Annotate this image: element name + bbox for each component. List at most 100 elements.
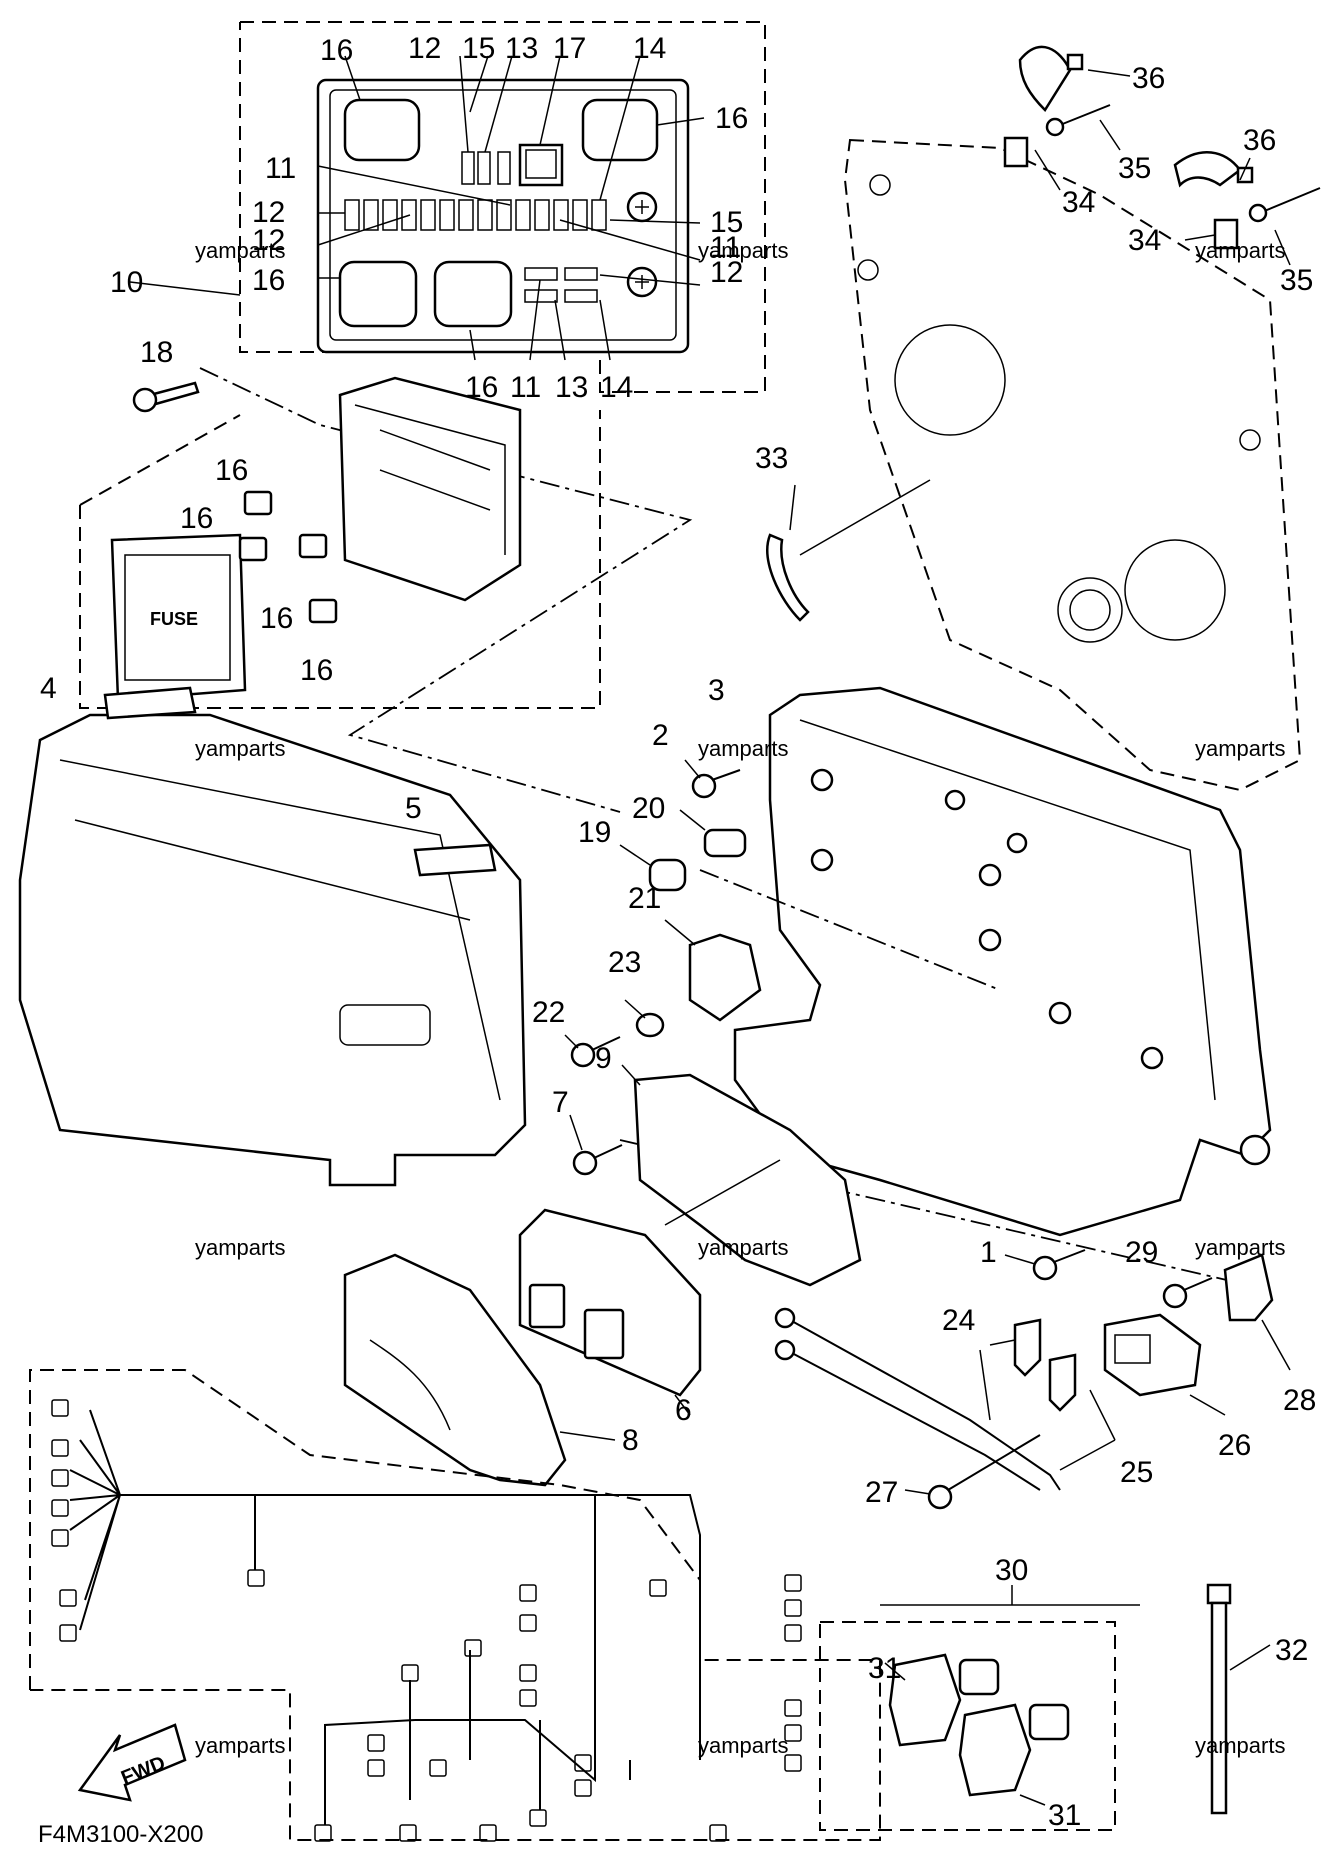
relay-31 — [888, 1653, 962, 1747]
relay — [308, 598, 338, 624]
watermark: yamparts — [195, 736, 285, 761]
watermark: yamparts — [1195, 1733, 1285, 1758]
callout-13: 13 — [505, 32, 538, 65]
bolt — [148, 381, 200, 407]
watermark: yamparts — [1195, 1235, 1285, 1260]
bolt-head — [132, 387, 158, 413]
callout-7: 7 — [552, 1086, 569, 1119]
wire-harness — [29, 1369, 881, 1842]
callout-9: 9 — [595, 1042, 612, 1075]
callout-11: 11 — [510, 371, 541, 404]
cable-tie-32 — [1206, 1583, 1271, 1815]
callout-12: 12 — [710, 256, 743, 289]
callout-13: 13 — [555, 371, 588, 404]
callout-8: 8 — [622, 1424, 639, 1457]
callout-12: 12 — [252, 196, 285, 229]
callout-25: 25 — [1120, 1456, 1153, 1489]
relay-31 — [958, 1703, 1032, 1797]
boot-25 — [1048, 1353, 1077, 1412]
bolt-7 — [569, 1114, 623, 1176]
callout-23: 23 — [608, 946, 641, 979]
callout-15: 15 — [462, 32, 495, 65]
callout-36: 36 — [1243, 124, 1276, 157]
callout-6: 6 — [675, 1394, 692, 1427]
callout-2: 2 — [652, 719, 669, 752]
battery-cables — [774, 1307, 1116, 1491]
fuse-row — [344, 199, 607, 231]
callout-20: 20 — [632, 792, 665, 825]
callout-3: 3 — [708, 674, 725, 707]
electrical-box-body — [733, 686, 1272, 1237]
callout-31: 31 — [868, 1652, 901, 1685]
callout-34: 34 — [1128, 224, 1161, 257]
grommet-19 — [619, 844, 687, 892]
washer-23 — [624, 999, 665, 1038]
callout-16: 16 — [260, 602, 293, 635]
watermark: yamparts — [195, 1235, 285, 1260]
bolt-1 — [1004, 1249, 1086, 1281]
callout-11: 11 — [710, 231, 741, 264]
callout-14: 14 — [600, 371, 633, 404]
callout-27: 27 — [865, 1476, 898, 1509]
clamps-upper-right — [1003, 45, 1321, 266]
bolt-29 — [1162, 1277, 1213, 1309]
callout-35: 35 — [1118, 152, 1151, 185]
collar-20 — [679, 809, 747, 858]
relay-set — [819, 1585, 1140, 1831]
bolt-2 — [684, 759, 741, 799]
bolt-27 — [904, 1434, 1041, 1510]
callout-11: 11 — [265, 152, 296, 185]
callout-1: 1 — [980, 1236, 997, 1269]
callout-21: 21 — [628, 882, 661, 915]
callout-14: 14 — [633, 32, 666, 65]
fuse-label: FUSE — [150, 609, 198, 629]
callout-35: 35 — [1280, 264, 1313, 297]
callout-4: 4 — [40, 672, 57, 705]
relay — [298, 533, 328, 559]
bolt-22 — [564, 1034, 621, 1068]
relay — [243, 490, 273, 516]
watermark: yamparts — [698, 238, 788, 263]
watermark: yamparts — [698, 1235, 788, 1260]
callout-16: 16 — [180, 502, 213, 535]
callout-16: 16 — [252, 264, 285, 297]
callout-16: 16 — [320, 34, 353, 67]
damper-21 — [664, 919, 762, 1022]
callout-10: 10 — [110, 266, 143, 299]
callout-30: 30 — [995, 1554, 1028, 1587]
fuse-box-exploded: FUSE — [79, 367, 693, 813]
diagram-code: F4M3100-X200 — [38, 1821, 203, 1848]
fuse-box-top-view — [129, 21, 766, 393]
watermark: yamparts — [1195, 736, 1285, 761]
cover-8 — [343, 1253, 616, 1487]
relay — [238, 536, 268, 562]
watermark: yamparts — [195, 1733, 285, 1758]
watermark: yamparts — [698, 1733, 788, 1758]
callout-26: 26 — [1218, 1429, 1251, 1462]
callout-12: 12 — [252, 224, 285, 257]
fwd-arrow-icon: FWD — [77, 1723, 187, 1802]
ecu-6 — [518, 1208, 702, 1416]
callout-15: 15 — [710, 206, 743, 239]
mounting-plate — [766, 138, 1302, 792]
callout-34: 34 — [1062, 186, 1095, 219]
clamp-33 — [766, 533, 810, 622]
callout-16: 16 — [300, 654, 333, 687]
electrical-box-cover — [18, 686, 527, 1187]
callout-18: 18 — [140, 336, 173, 369]
bracket-9 — [621, 1064, 862, 1287]
callout-17: 17 — [553, 32, 586, 65]
callout-24: 24 — [942, 1304, 975, 1337]
watermark: yamparts — [1195, 238, 1285, 263]
callout-32: 32 — [1275, 1634, 1308, 1667]
watermark: yamparts — [195, 238, 285, 263]
hardware — [564, 759, 1271, 1309]
watermark: yamparts — [698, 736, 788, 761]
watermarks: yamparts yamparts yamparts yamparts yamp… — [195, 238, 1285, 1758]
callout-16: 16 — [465, 371, 498, 404]
callout-5: 5 — [405, 792, 422, 825]
callouts: 16 12 15 13 17 14 16 11 12 12 16 15 11 1… — [40, 32, 1316, 1832]
relay-26 — [1103, 1313, 1226, 1416]
callout-31: 31 — [1048, 1799, 1081, 1832]
